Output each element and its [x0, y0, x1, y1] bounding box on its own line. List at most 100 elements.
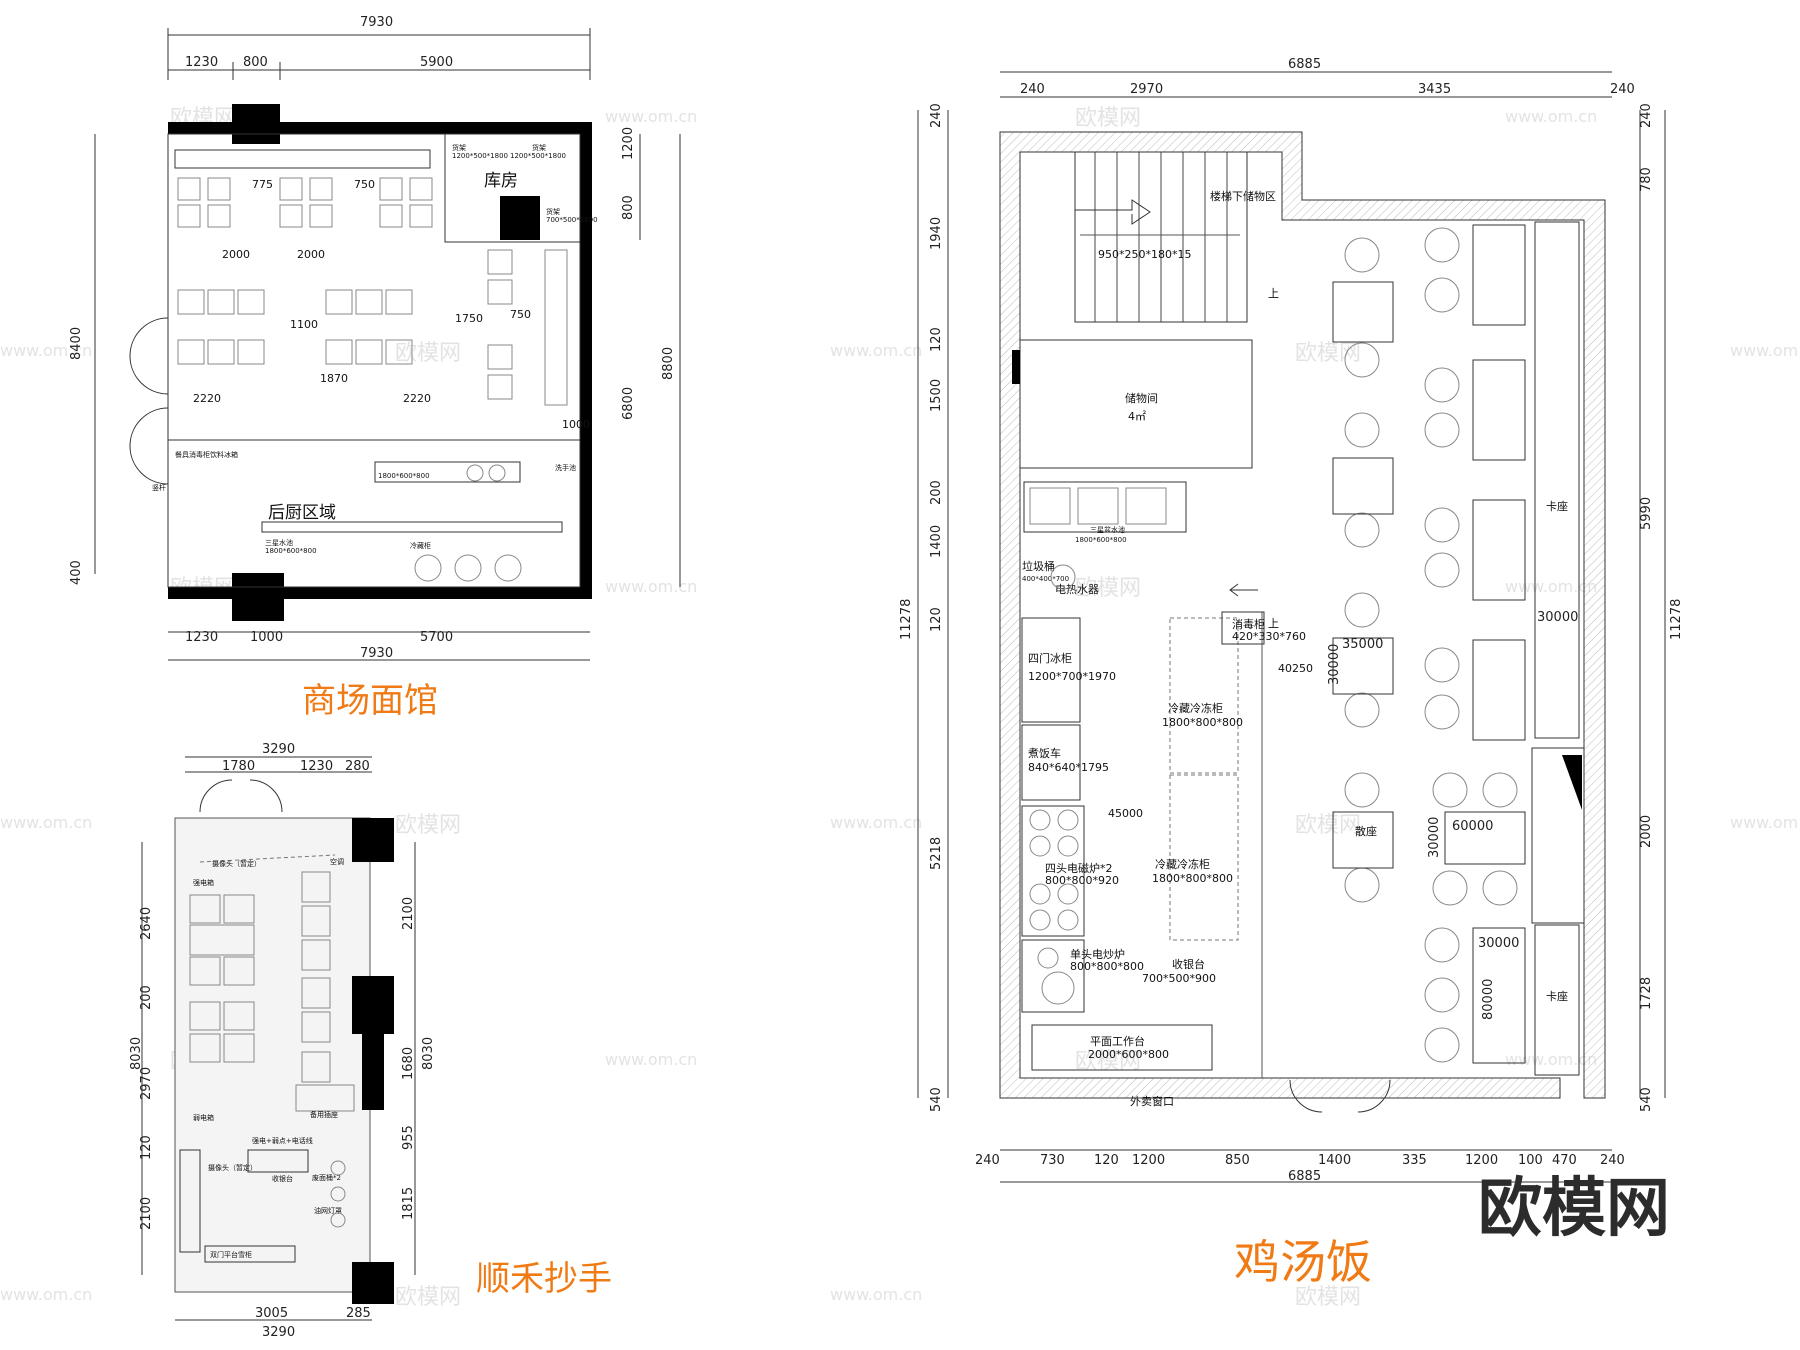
- wash-label: 洗手池: [555, 463, 576, 472]
- power-label: 强电箱: [193, 878, 214, 887]
- fridge-dim: 1200*700*1970: [1028, 670, 1116, 683]
- trash-label: 垃圾桶: [1022, 559, 1055, 573]
- dim-left: 240: [929, 103, 944, 128]
- sink-basin: [488, 464, 506, 482]
- num-label: 60000: [1452, 819, 1493, 834]
- burner: [1029, 809, 1051, 831]
- dim-bottom-2: 1000: [250, 630, 283, 645]
- chair: [1344, 692, 1380, 728]
- burner: [1029, 909, 1051, 931]
- chair: [379, 177, 403, 201]
- watermark-url: www.om.cn: [1730, 341, 1800, 360]
- chair: [301, 871, 331, 903]
- kitchen-box: [167, 439, 581, 588]
- table: [1472, 499, 1526, 601]
- kitchen-label: 后厨区域: [268, 503, 336, 523]
- stove-label: 四头电磁炉*2: [1045, 862, 1113, 875]
- freezer-label: 冷藏柜: [410, 541, 431, 550]
- watermark-url: www.om.cn: [1505, 577, 1597, 596]
- sink3-label: 三星水池: [265, 538, 293, 547]
- dim-right: 955: [401, 1125, 416, 1150]
- num-label: 40250: [1278, 662, 1313, 675]
- storage-label: 储物间: [1125, 391, 1158, 405]
- entrance-door: [129, 317, 169, 395]
- inner-dim: 2220: [403, 392, 431, 405]
- plan-mall-noodle: 7930 1230 800 5900 库房 货架 1200*500*1800 货…: [69, 15, 681, 721]
- camera-line: [199, 854, 336, 863]
- dim-right-total: 8030: [421, 1037, 436, 1070]
- dim-left-total: 8030: [129, 1037, 144, 1070]
- inner-dim: 2220: [193, 392, 221, 405]
- table: [1332, 281, 1394, 343]
- chair: [1344, 342, 1380, 378]
- column: [352, 818, 394, 862]
- dim-bottom: 1400: [1318, 1153, 1351, 1168]
- plan-title: 商场面馆: [302, 681, 438, 721]
- pass-counter: [261, 521, 563, 533]
- chair: [1424, 412, 1460, 448]
- watermark-text: 欧模网: [1075, 576, 1141, 601]
- floor-outline: [174, 817, 371, 1293]
- inner-dim: 2000: [222, 248, 250, 261]
- booth-label: 卡座: [1546, 499, 1568, 513]
- power-label: 弱电箱: [193, 1113, 214, 1122]
- watermark-text: 欧模网: [395, 813, 461, 838]
- watermark-url: www.om.cn: [1730, 813, 1800, 832]
- num-label: 30000: [1327, 644, 1342, 685]
- side-counter: [544, 249, 568, 406]
- inner-dim: 775: [252, 178, 273, 191]
- cashier-dim: 700*500*900: [1142, 972, 1216, 985]
- flat-workbench: [1031, 1024, 1213, 1071]
- dim-left: 2640: [139, 907, 154, 940]
- booth-bench: [1534, 924, 1580, 1076]
- dim-bottom: 1200: [1132, 1153, 1165, 1168]
- dim-bottom: 240: [975, 1153, 1000, 1168]
- chair: [301, 977, 331, 1009]
- watermark-url: www.om.cn: [605, 107, 697, 126]
- table: [189, 924, 255, 956]
- brand-logo: 欧模网: [1478, 1172, 1670, 1246]
- dim-left: 200: [139, 985, 154, 1010]
- sink3-dim: 1800*600*800: [1075, 536, 1127, 544]
- inner-dim: 750: [354, 178, 375, 191]
- hood-label: 油网灯罩: [314, 1206, 342, 1215]
- camera-label: 摄像头（暂定）: [212, 859, 261, 868]
- cashier-label: 收银台: [272, 1174, 293, 1183]
- num-label: 35000: [1342, 637, 1383, 652]
- takeout-label: 外卖窗口: [1130, 1094, 1174, 1108]
- column: [352, 1262, 394, 1304]
- sink-unit: [1023, 481, 1187, 533]
- chair: [487, 279, 513, 305]
- up-label: 上: [1268, 287, 1279, 300]
- burner: [1057, 835, 1079, 857]
- up-label: 上: [1268, 617, 1279, 630]
- dim-right: 1728: [1639, 977, 1654, 1010]
- dim-top-3: 280: [345, 759, 370, 774]
- freezer-2: [1169, 774, 1239, 941]
- chair: [207, 289, 235, 315]
- entrance-door: [129, 407, 169, 485]
- table: [1472, 927, 1526, 1064]
- watermark-url: www.om.cn: [1505, 1050, 1597, 1069]
- dim-right: 780: [1639, 167, 1654, 192]
- chair: [223, 956, 255, 986]
- dim-left: 120: [929, 327, 944, 352]
- dim-top-2: 2970: [1130, 82, 1163, 97]
- sink-basin: [466, 464, 484, 482]
- dim-top-1: 1230: [185, 55, 218, 70]
- dim-top-3: 5900: [420, 55, 453, 70]
- stair-arrow-icon: [1075, 199, 1151, 225]
- dim-left-total: 11278: [899, 599, 914, 640]
- seating: [189, 871, 355, 1112]
- rice-cart: [1021, 724, 1081, 801]
- chair: [1344, 592, 1380, 628]
- dim-left: 120: [929, 607, 944, 632]
- dim-bottom: 100: [1518, 1153, 1543, 1168]
- chair: [223, 1033, 255, 1063]
- dim-top-2: 800: [243, 55, 268, 70]
- booth-bench: [1534, 221, 1580, 739]
- sink3-label: 三星盆水池: [1090, 525, 1125, 534]
- chair: [279, 204, 303, 228]
- wiring-label: 强电+弱点+电话线: [252, 1136, 313, 1145]
